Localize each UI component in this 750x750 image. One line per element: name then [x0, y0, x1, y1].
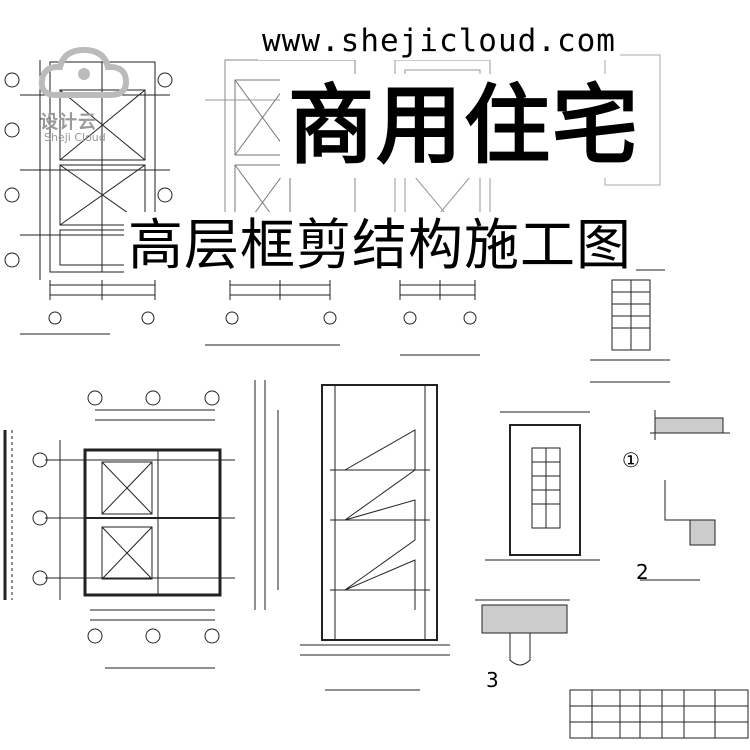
detail-number-2: 2 [636, 560, 649, 584]
logo-text-cn: 设计云 [40, 112, 97, 133]
main-title: 商用住宅 [280, 74, 648, 178]
detail-number-3: 3 [486, 668, 499, 692]
schedule-table [569, 689, 749, 739]
detail-3 [475, 599, 570, 666]
logo-text-en: Sheji Cloud [44, 131, 106, 144]
detail-1-2 [640, 410, 730, 581]
logo [36, 40, 132, 150]
stair-plan [485, 411, 600, 561]
sub-title: 高层框剪结构施工图 [124, 212, 637, 278]
stair-section [254, 380, 450, 691]
cloud-logo-icon [38, 46, 130, 98]
site-url: www.shejicloud.com [258, 22, 620, 60]
plan-view-1 [4, 60, 173, 335]
detail-number-1: ① [622, 448, 640, 472]
enlarged-plan [3, 390, 235, 669]
